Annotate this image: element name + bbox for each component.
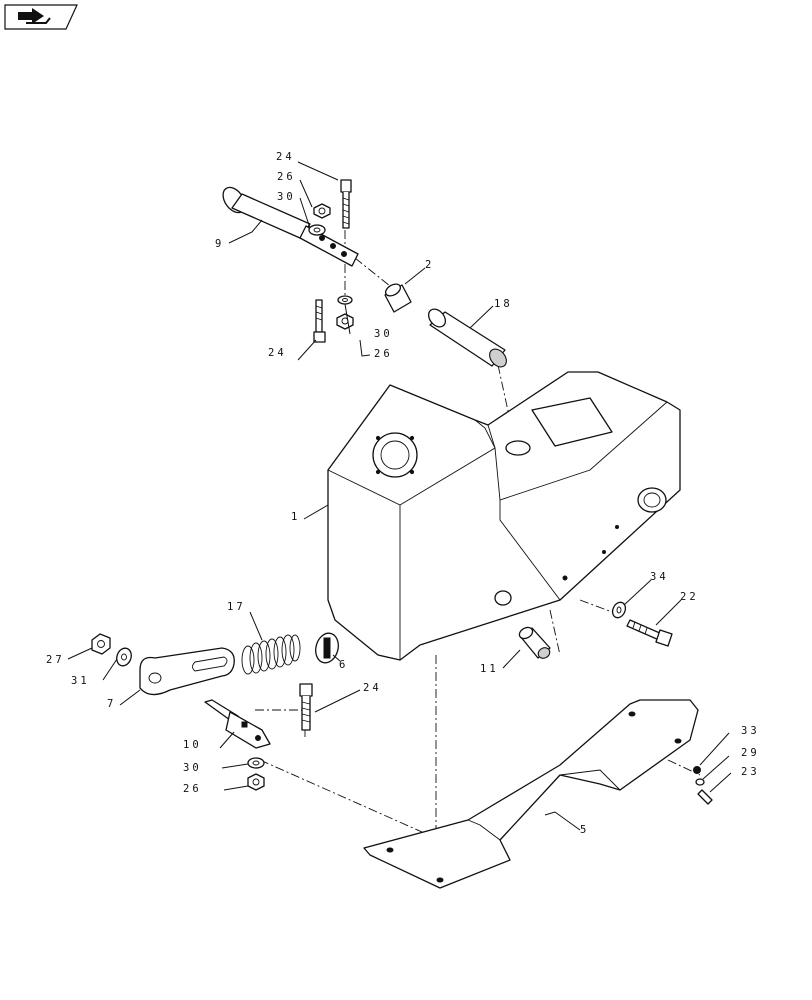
callout-5: 5 xyxy=(580,824,589,836)
washer-part-34 xyxy=(611,601,627,619)
callout-30: 30 xyxy=(183,762,202,774)
callout-22: 22 xyxy=(680,591,699,603)
link-part-7 xyxy=(139,647,235,696)
callout-6: 6 xyxy=(339,659,348,671)
washer-part-30-mid xyxy=(337,295,353,305)
bolt-part-22 xyxy=(626,619,673,647)
nut-part-26-low xyxy=(247,773,265,791)
callout-34: 34 xyxy=(650,571,669,583)
bolt-part-24-low xyxy=(299,683,313,731)
screw-part-23 xyxy=(697,789,713,805)
callout-7: 7 xyxy=(107,698,116,710)
callout-27: 27 xyxy=(46,654,65,666)
callout-24: 24 xyxy=(363,682,382,694)
callout-24: 24 xyxy=(276,151,295,163)
previous-page-button[interactable] xyxy=(4,4,78,30)
callout-31: 31 xyxy=(71,675,90,687)
callout-18: 18 xyxy=(494,298,513,310)
housing-part-1 xyxy=(327,371,681,661)
callout-29: 29 xyxy=(741,747,760,759)
nut-part-26-top xyxy=(313,203,331,219)
callout-26: 26 xyxy=(183,783,202,795)
callout-30: 30 xyxy=(277,191,296,203)
bolt-part-24-top xyxy=(340,179,352,229)
washer-part-29 xyxy=(695,778,705,786)
callout-1: 1 xyxy=(291,511,300,523)
callout-9: 9 xyxy=(215,238,224,250)
nut-part-27 xyxy=(91,633,111,655)
callout-11: 11 xyxy=(480,663,499,675)
washer-part-31 xyxy=(116,647,132,667)
callout-30: 30 xyxy=(374,328,393,340)
nut-part-33 xyxy=(693,766,701,774)
cap-part-6 xyxy=(315,632,339,664)
plate-part-5 xyxy=(363,699,699,889)
callout-23: 23 xyxy=(741,766,760,778)
callout-24: 24 xyxy=(268,347,287,359)
nut-part-26-mid xyxy=(336,313,354,330)
tube-part-18 xyxy=(427,308,507,368)
callout-10: 10 xyxy=(183,739,202,751)
bolt-part-24-mid xyxy=(313,299,326,343)
spring-part-17 xyxy=(241,634,301,675)
leader-lines xyxy=(67,161,732,831)
rod-part-9 xyxy=(222,186,359,267)
book-arrow-icon xyxy=(18,8,51,24)
callout-26: 26 xyxy=(374,348,393,360)
washer-part-30-low xyxy=(247,757,265,769)
block-part-10 xyxy=(204,699,271,749)
callout-labels: 24 26 30 9 2 18 30 24 26 1 17 27 31 6 7 … xyxy=(46,151,760,836)
callout-2: 2 xyxy=(425,259,434,271)
callout-17: 17 xyxy=(227,601,246,613)
callout-33: 33 xyxy=(741,725,760,737)
spacer-part-11 xyxy=(518,626,551,659)
callout-26: 26 xyxy=(277,171,296,183)
bushing-part-2 xyxy=(384,283,412,313)
washer-part-30-top xyxy=(308,224,326,236)
